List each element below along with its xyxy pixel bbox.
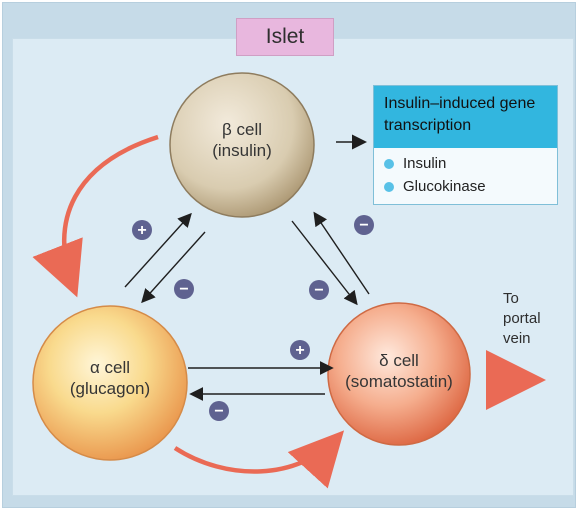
delta-beta-negative-sign-top: −	[354, 215, 374, 235]
alpha-cell-hormone: (glucagon)	[69, 379, 151, 398]
insulin-induced-gene-box: Insulin–induced gene transcription Insul…	[373, 85, 558, 205]
portal-vein-line-3: vein	[503, 330, 531, 347]
delta-cell-title: δ cell	[379, 351, 419, 370]
beta-to-alpha-red-arrow	[32, 134, 159, 298]
minus-sign-text: −	[179, 281, 188, 298]
minus-sign-text: −	[314, 282, 323, 299]
delta-cell-label: δ cell (somatostatin)	[333, 350, 465, 392]
minus-sign-text: −	[359, 217, 368, 234]
delta-alpha-negative-sign: −	[209, 401, 229, 421]
gene-item-label: Insulin	[403, 155, 447, 172]
bullet-dot-icon	[384, 158, 394, 169]
alpha-to-delta-red-arrow	[173, 430, 345, 489]
beta-to-delta-arrow	[291, 220, 358, 306]
gene-item-glucokinase: Glucokinase	[384, 175, 557, 198]
portal-vein-line-1: To	[503, 290, 519, 307]
beta-to-alpha-arrow	[141, 231, 206, 304]
portal-vein-label: To portal vein	[503, 289, 563, 349]
plus-sign-text: +	[295, 342, 304, 359]
delta-cell-hormone: (somatostatin)	[345, 372, 453, 391]
gene-item-insulin: Insulin	[384, 152, 557, 175]
alpha-delta-positive-sign: +	[290, 340, 310, 360]
plus-sign-text: +	[137, 222, 146, 239]
delta-to-beta-arrow	[313, 211, 370, 295]
gene-item-label: Glucokinase	[403, 178, 486, 195]
beta-cell-label: β cell (insulin)	[190, 119, 294, 161]
islet-label: Islet	[236, 18, 334, 56]
gene-list: Insulin Glucokinase	[374, 148, 557, 198]
bullet-dot-icon	[384, 181, 394, 192]
alpha-cell-circle	[32, 305, 188, 461]
beta-alpha-negative-sign: −	[174, 279, 194, 299]
beta-cell-hormone: (insulin)	[212, 141, 272, 160]
minus-sign-text: −	[214, 403, 223, 420]
beta-cell-title: β cell	[221, 120, 262, 139]
portal-vein-line-2: portal	[503, 310, 541, 327]
beta-alpha-positive-sign: +	[132, 220, 152, 240]
alpha-cell-label: α cell (glucagon)	[53, 357, 167, 399]
beta-delta-negative-sign-bottom: −	[309, 280, 329, 300]
beta-cell-circle	[169, 72, 315, 218]
gene-box-title: Insulin–induced gene transcription	[374, 86, 557, 148]
alpha-to-beta-arrow	[124, 212, 192, 288]
alpha-cell-title: α cell	[89, 358, 131, 377]
